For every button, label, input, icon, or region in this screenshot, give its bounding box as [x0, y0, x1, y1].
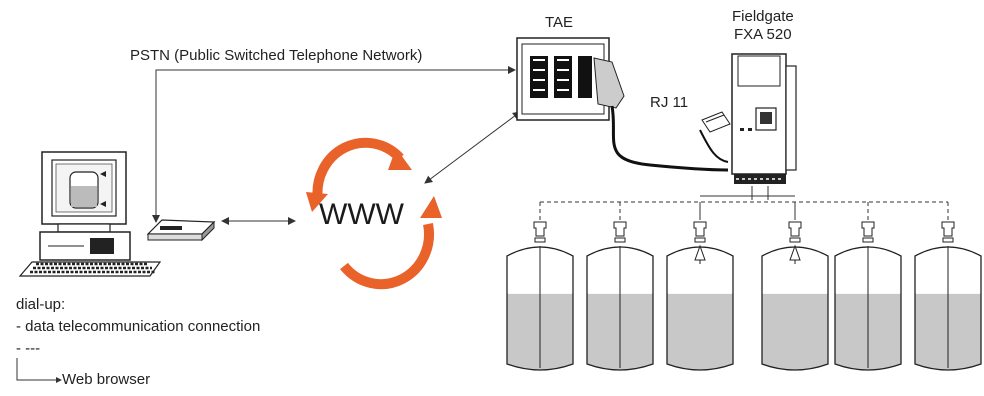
pstn-label: PSTN (Public Switched Telephone Network)	[130, 47, 423, 64]
pstn-line	[152, 66, 516, 223]
tank-outline	[914, 246, 982, 371]
tank-outline	[586, 246, 654, 371]
horn-antenna-icon	[694, 244, 706, 261]
tank	[761, 221, 829, 371]
rj11-plug-icon	[701, 111, 731, 133]
tae-socket-icon	[516, 37, 625, 121]
dialup-item-1: - data telecommunication connection	[16, 318, 261, 335]
fieldgate-label: Fieldgate	[732, 8, 794, 25]
www-cycle-arrows-icon	[306, 137, 442, 290]
rj11-label: RJ 11	[650, 94, 689, 111]
web-browser-arrow	[16, 358, 62, 383]
tae-label: TAE	[545, 14, 574, 31]
modem-icon	[146, 219, 216, 242]
rj11-cable	[610, 105, 729, 172]
dialup-item-2: - ---	[16, 340, 41, 357]
web-browser-label: Web browser	[62, 371, 151, 388]
tank	[834, 221, 902, 371]
level-sensor-icon	[941, 221, 955, 243]
tank-group	[506, 221, 982, 371]
tank-outline	[506, 246, 574, 371]
level-sensor-icon	[613, 221, 627, 243]
fieldgate-device-icon	[731, 53, 797, 184]
tank-outline	[761, 246, 829, 371]
fieldgate-model-label: FXA 520	[734, 26, 792, 43]
www-label: WWW	[319, 198, 404, 231]
tank-outline	[834, 246, 902, 371]
level-sensor-icon	[533, 221, 547, 243]
horn-antenna-icon	[789, 244, 801, 261]
tank	[506, 221, 574, 371]
tank-level	[762, 293, 828, 370]
tank-outline	[666, 246, 734, 371]
www-tae-line	[424, 111, 521, 184]
level-sensor-icon	[788, 221, 802, 243]
level-sensor-icon	[693, 221, 707, 243]
computer-icon	[18, 151, 162, 277]
dialup-label: dial-up:	[16, 296, 66, 313]
level-sensor-icon	[861, 221, 875, 243]
tank	[586, 221, 654, 371]
tank	[914, 221, 982, 371]
rj11-cable-2	[699, 129, 729, 163]
tank	[666, 221, 734, 371]
field-bus	[539, 186, 949, 220]
tank-level	[667, 293, 733, 370]
